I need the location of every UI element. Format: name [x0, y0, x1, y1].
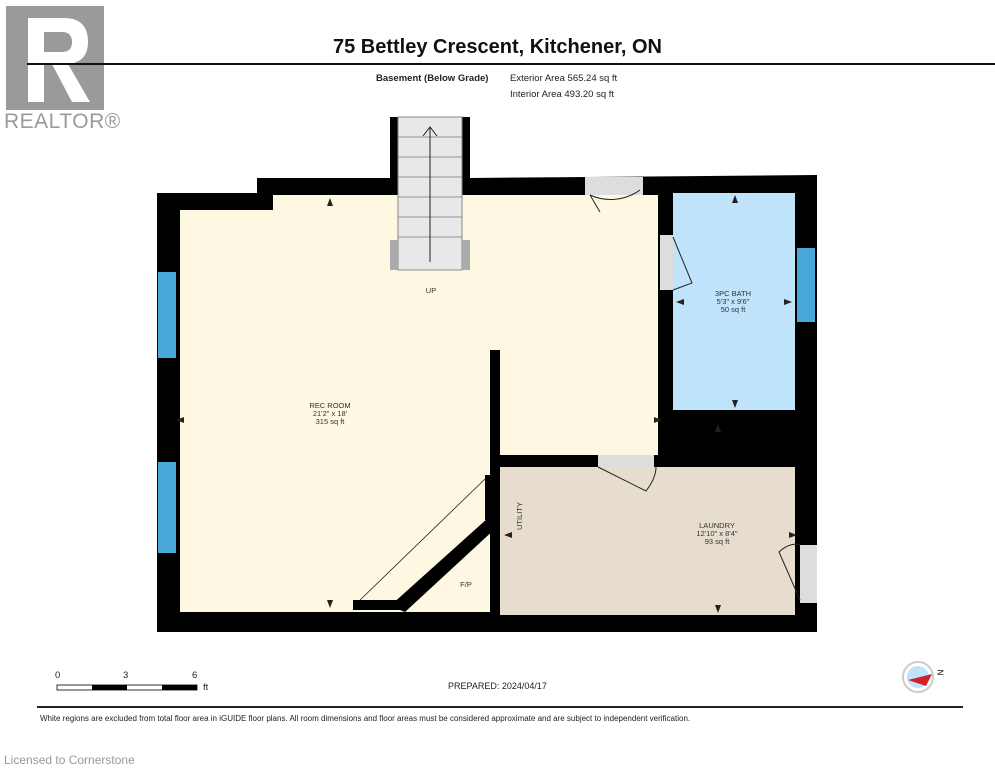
utility-label: UTILITY	[515, 502, 524, 530]
door-opening	[800, 545, 817, 603]
compass-north-label: N	[935, 669, 945, 676]
page-title: 75 Bettley Crescent, Kitchener, ON	[332, 36, 662, 58]
rec-room-name: REC ROOM	[309, 401, 350, 410]
laundry-name: LAUNDRY	[699, 521, 735, 530]
stair-arrow-icon	[422, 126, 438, 262]
wall	[665, 410, 800, 422]
rec-room-area: 315 sq ft	[316, 417, 346, 426]
divider	[37, 706, 963, 708]
scale-tick-3: 3	[123, 670, 129, 681]
bath-room	[673, 193, 795, 410]
stairs-up-label: UP	[426, 286, 436, 295]
scale-unit: ft	[203, 682, 209, 693]
scale-tick-0: 0	[55, 670, 61, 681]
window	[158, 272, 176, 358]
interior-area: Interior Area 493.20 sq ft	[510, 89, 615, 100]
compass-icon	[902, 661, 934, 693]
scale-bar	[56, 684, 198, 691]
bath-name: 3PC BATH	[715, 289, 751, 298]
laundry-room	[500, 467, 800, 615]
exterior-area: Exterior Area 565.24 sq ft	[510, 73, 618, 84]
disclaimer: White regions are excluded from total fl…	[40, 714, 691, 723]
scale-tick-6: 6	[192, 670, 198, 681]
window	[797, 248, 815, 322]
rec-room-dims: 21'2" x 18'	[313, 409, 348, 418]
window	[158, 462, 176, 553]
realtor-logo-text: REALTOR®	[4, 110, 121, 133]
prepared-date: PREPARED: 2024/04/17	[448, 681, 547, 691]
door-opening	[585, 177, 643, 195]
rec-room	[180, 195, 665, 612]
laundry-area: 93 sq ft	[705, 537, 731, 546]
laundry-dims: 12'10" x 8'4"	[696, 529, 737, 538]
floor-label: Basement (Below Grade)	[376, 73, 489, 84]
divider	[27, 63, 995, 65]
door-opening	[598, 455, 654, 467]
dimension-arrows	[176, 195, 797, 613]
bath-dims: 5'3" x 9'6"	[717, 297, 750, 306]
door-opening	[660, 235, 673, 290]
license-text: Licensed to Cornerstone	[4, 753, 135, 767]
bath-area: 50 sq ft	[721, 305, 747, 314]
fp-label: F/P	[460, 580, 472, 589]
realtor-logo	[6, 6, 104, 110]
wall	[658, 193, 673, 465]
